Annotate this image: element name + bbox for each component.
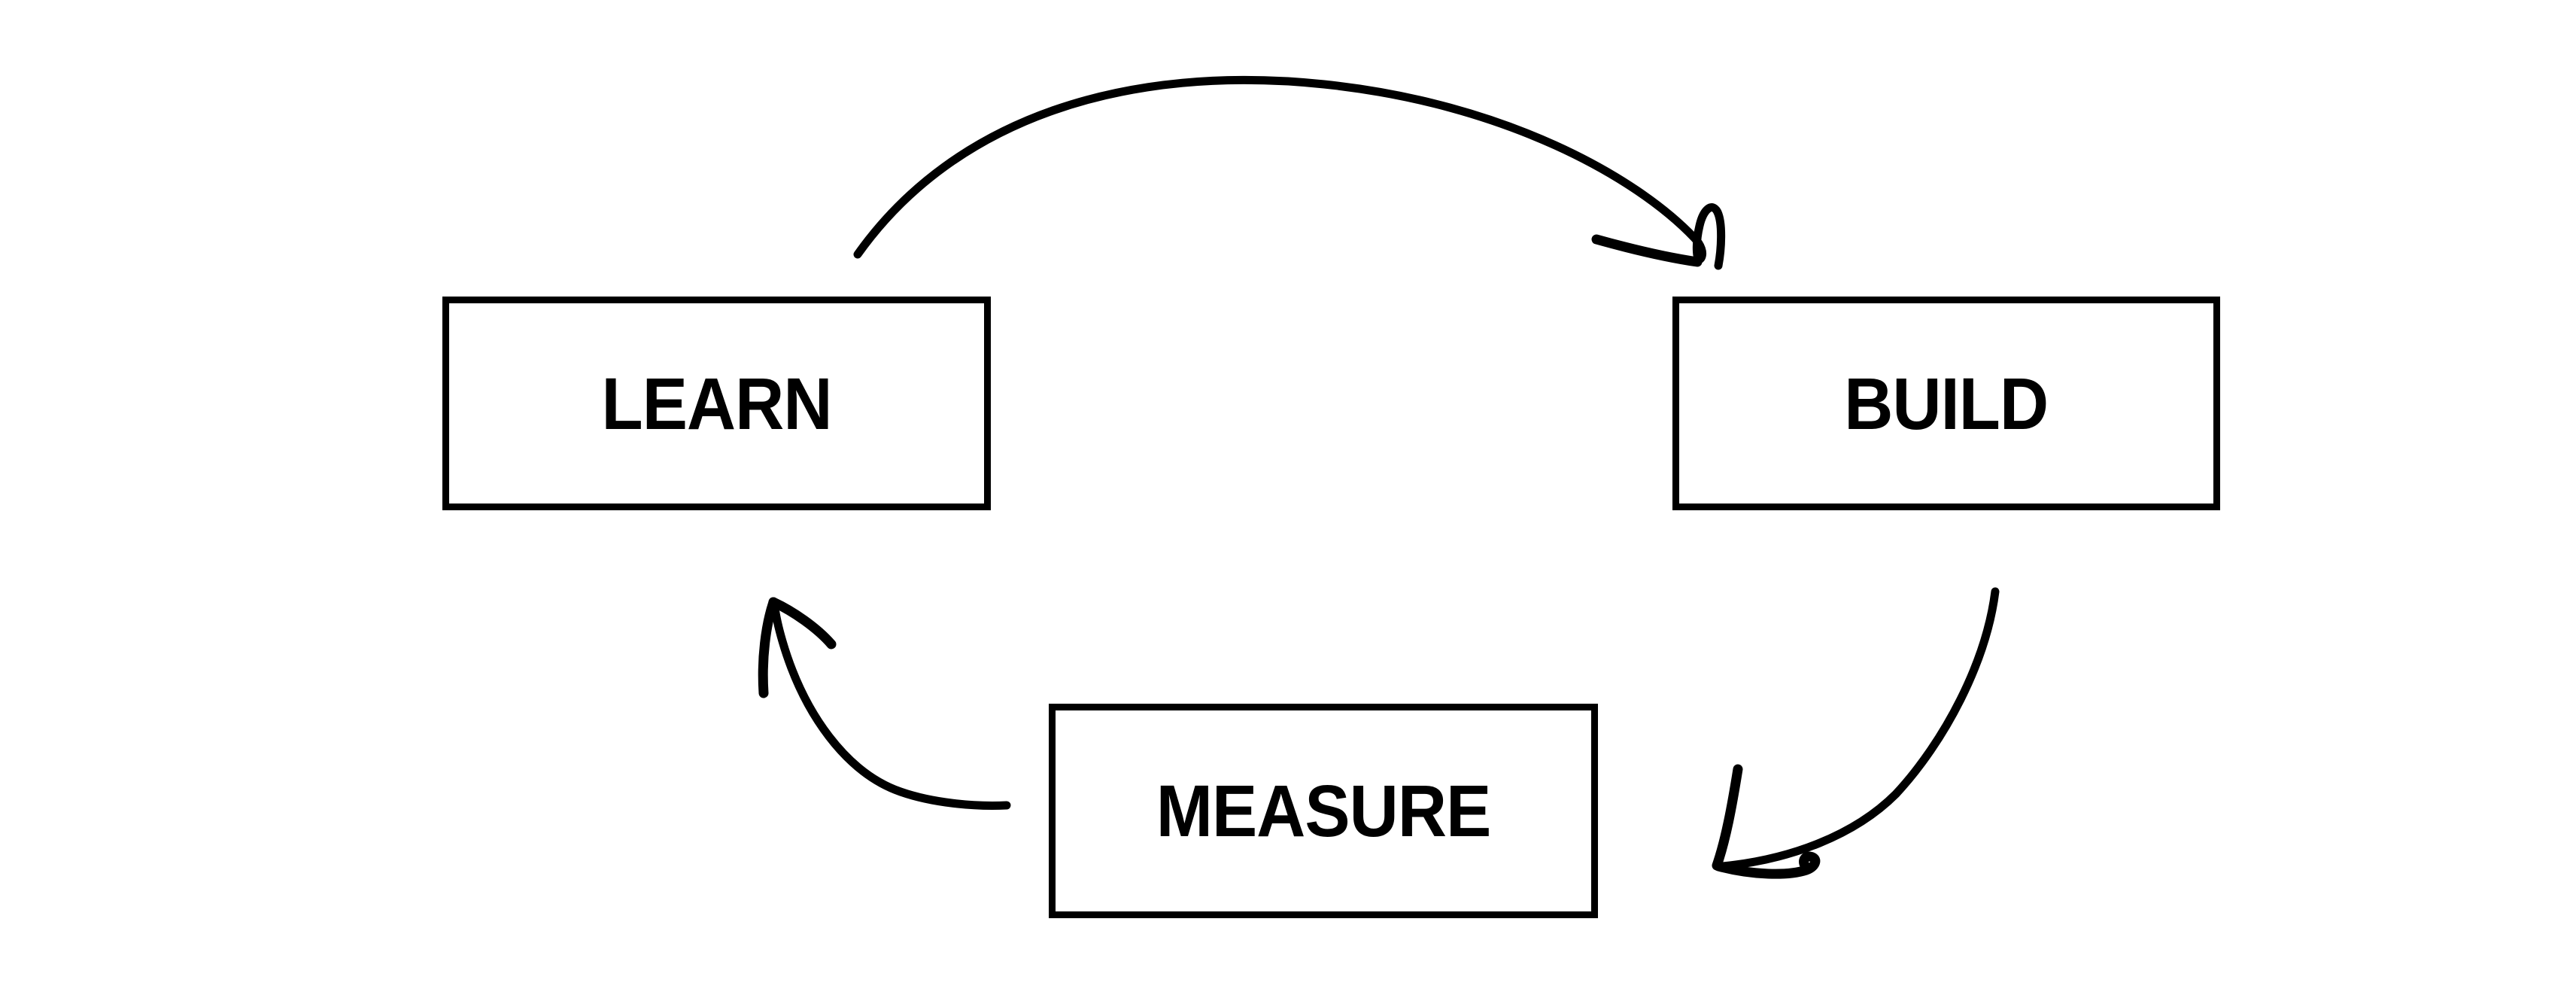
arrow-learn-to-build-shaft bbox=[853, 75, 1726, 270]
arrow-measure-to-learn-arrowhead-left-icon bbox=[758, 597, 779, 698]
arrow-build-to-measure bbox=[1712, 587, 2000, 879]
node-learn: LEARN bbox=[442, 297, 991, 510]
arrow-measure-to-learn-arrowhead-right-icon bbox=[768, 597, 837, 650]
arrow-build-to-measure-shaft bbox=[1718, 587, 2000, 871]
arrow-measure-to-learn-shaft bbox=[770, 598, 1011, 810]
arrow-build-to-measure-arrowhead-icon bbox=[1712, 764, 1743, 871]
node-learn-label: LEARN bbox=[601, 362, 832, 445]
node-build-label: BUILD bbox=[1844, 362, 2049, 445]
node-measure-label: MEASURE bbox=[1156, 770, 1492, 852]
arrow-build-to-measure-arrowhead-curl-icon bbox=[1713, 851, 1821, 879]
arrow-measure-to-learn bbox=[758, 597, 1011, 810]
node-build: BUILD bbox=[1672, 297, 2220, 510]
arrow-learn-to-build bbox=[853, 75, 1726, 270]
arrow-learn-to-build-arrowhead-icon bbox=[1591, 234, 1703, 267]
node-measure: MEASURE bbox=[1049, 704, 1598, 918]
